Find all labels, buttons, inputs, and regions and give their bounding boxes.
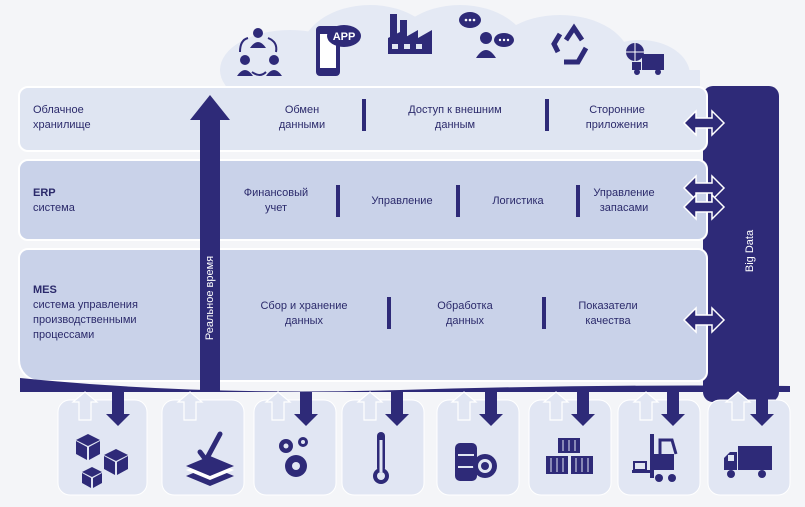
erp-item-logistics: Логистика (492, 195, 544, 207)
bigdata-arrow-erp-2 (682, 193, 726, 221)
mobile-app-icon: APP (316, 25, 361, 76)
app-badge: APP (333, 31, 356, 43)
people-network-icon (237, 28, 282, 76)
mes-separator-2 (542, 297, 546, 329)
cloud-separator-1 (362, 99, 366, 131)
forklift-icon (632, 434, 678, 482)
mes-label: MES система управления производственными… (33, 284, 138, 341)
boxes-icon (76, 434, 128, 488)
bottom-box-3 (253, 399, 337, 496)
cloud-label: Облачное хранилище (33, 104, 91, 131)
bigdata-arrow-erp-1 (682, 174, 726, 202)
server-gear-icon (455, 443, 497, 481)
gears-icon (279, 437, 308, 477)
bigdata-arrow-cloud (682, 109, 726, 137)
delivery-truck-globe-icon (626, 43, 664, 75)
erp-separator-2 (456, 185, 460, 217)
chat-people-icon (459, 12, 514, 58)
mes-layer (18, 248, 708, 382)
thermometer-icon (373, 432, 389, 484)
recycle-icon (551, 23, 589, 65)
bigdata-arrows (682, 109, 726, 334)
mes-separator-1 (387, 297, 391, 329)
erp-item-management: Управление (371, 195, 433, 207)
erp-layer (18, 159, 708, 241)
bottom-arrows (71, 391, 774, 426)
factory-icon (388, 14, 432, 54)
truck-icon (724, 446, 772, 478)
containers-icon (546, 438, 593, 474)
checklist-icon (186, 431, 234, 486)
realtime-label: Реальное время (204, 255, 216, 341)
erp-separator-1 (336, 185, 340, 217)
bigdata-arrow-mes (682, 306, 726, 334)
realtime-arrow (190, 95, 230, 392)
bigdata-label: Big Data (744, 229, 756, 273)
erp-label: ERP система (33, 187, 75, 214)
bottom-box-5 (436, 399, 520, 496)
cloud-separator-2 (545, 99, 549, 131)
bottom-box-1 (57, 399, 148, 496)
erp-separator-3 (576, 185, 580, 217)
